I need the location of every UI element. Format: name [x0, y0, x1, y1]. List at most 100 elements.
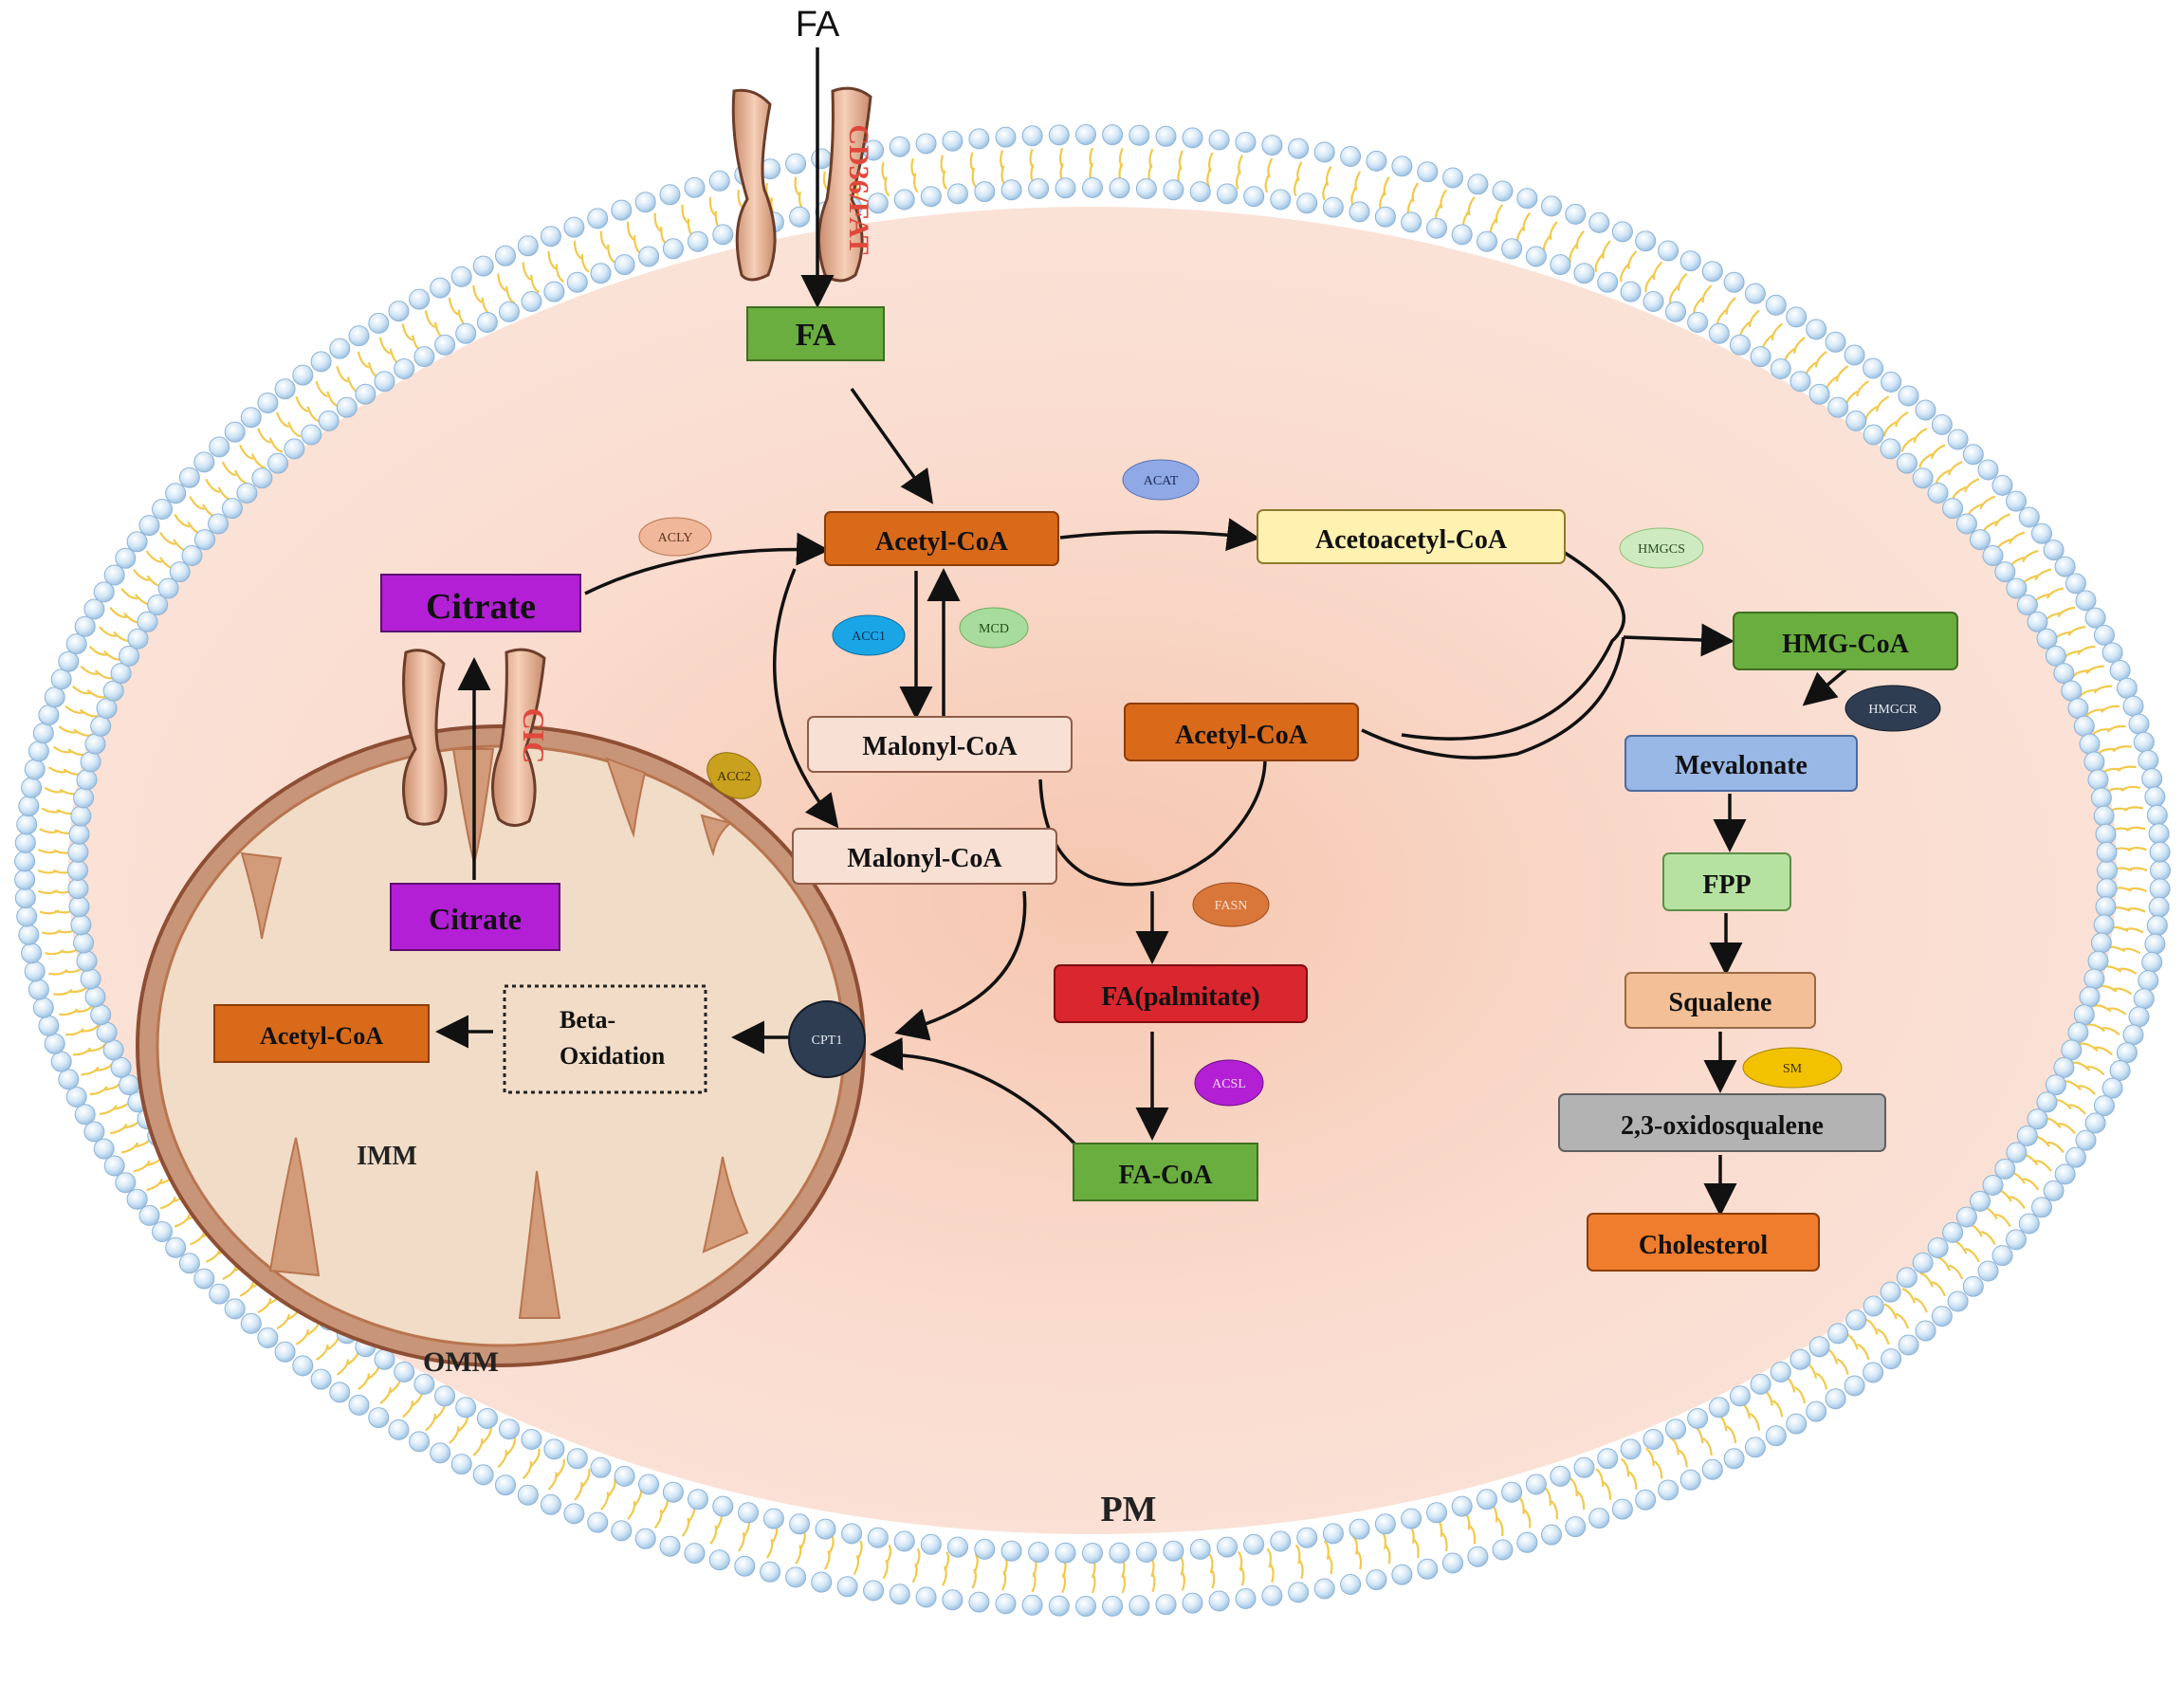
- enzyme-acc2: [707, 752, 762, 799]
- lipid-head: [240, 1312, 262, 1334]
- fa-coa-label: FA-CoA: [1118, 1161, 1213, 1190]
- lipid-tail: [174, 513, 190, 528]
- lipid-head: [2095, 896, 2117, 918]
- lipid-head: [789, 206, 811, 228]
- lipid-tail: [522, 262, 532, 281]
- lipid-head: [1991, 1245, 2013, 1267]
- lipid-head: [2045, 645, 2066, 667]
- lipid-head: [1708, 1397, 1730, 1419]
- lipid-tail: [95, 1062, 114, 1071]
- lipid-head: [634, 192, 656, 213]
- lipid-head: [236, 483, 258, 503]
- lipid-tail: [358, 1373, 371, 1391]
- lipid-tail: [681, 204, 689, 224]
- lipid-tail: [1264, 173, 1271, 193]
- lipid-head: [80, 751, 101, 773]
- lipid-head: [152, 499, 173, 520]
- citrate-mito-label: Citrate: [429, 902, 522, 936]
- lipid-tail: [234, 469, 249, 485]
- lipid-head: [893, 189, 915, 210]
- lipid-head: [68, 896, 90, 918]
- lipid-tail: [1947, 461, 1963, 476]
- lipid-head: [409, 1431, 431, 1453]
- lipid-tail: [1771, 322, 1784, 340]
- lipid-head: [73, 932, 95, 954]
- lipid-tail: [885, 1544, 892, 1565]
- lipid-head: [1880, 438, 1901, 460]
- lipid-head: [1189, 181, 1211, 203]
- lipid-head: [1082, 1543, 1103, 1564]
- lipid-tail: [1495, 204, 1504, 224]
- fa-coa-box: [1073, 1143, 1258, 1201]
- lipid-head: [1765, 294, 1787, 316]
- lipid-head: [659, 1535, 681, 1557]
- lipid-head: [1643, 1429, 1664, 1450]
- lipid-tail: [81, 1066, 100, 1076]
- lipid-head: [368, 312, 390, 334]
- enzyme-sm-label: SM: [1783, 1062, 1803, 1076]
- lipid-head: [413, 346, 435, 368]
- lipid-tail: [1883, 1303, 1898, 1320]
- lipid-tail: [159, 1196, 176, 1210]
- lipid-head: [1588, 1508, 1610, 1529]
- lipid-head: [2096, 878, 2118, 900]
- membrane-tails: [37, 147, 2148, 1594]
- lipid-head: [430, 277, 451, 299]
- lipid-tail: [1876, 1328, 1890, 1345]
- lipid-head: [611, 199, 633, 221]
- lipid-head: [1000, 179, 1022, 201]
- lipid-head: [1208, 1590, 1230, 1612]
- lipid-head: [1912, 1252, 1934, 1273]
- lipid-tail: [1726, 1425, 1737, 1444]
- lipid-head: [920, 186, 942, 208]
- lipid-head: [110, 663, 132, 685]
- lipid-tail: [1206, 167, 1212, 188]
- lipid-head: [1243, 186, 1265, 208]
- lipid-tail: [633, 235, 642, 255]
- lipid-head: [2075, 590, 2097, 612]
- lipid-tail: [1620, 1457, 1630, 1477]
- lipid-head: [1525, 246, 1547, 267]
- lipid-head: [942, 1589, 964, 1611]
- lipid-head: [368, 1407, 390, 1429]
- lipid-head: [1962, 1275, 1984, 1297]
- lipid-head: [1501, 238, 1523, 260]
- lipid-tail: [574, 1481, 583, 1501]
- imm-label: IMM: [357, 1142, 417, 1171]
- lipid-tail: [379, 1387, 392, 1404]
- cd36-fat-transporter: CD36/FAT: [731, 86, 874, 283]
- lipid-tail: [222, 1265, 238, 1280]
- lipid-head: [1912, 467, 1934, 489]
- lipid-head: [67, 860, 88, 881]
- lipid-tail: [1814, 350, 1827, 368]
- lipid-head: [638, 246, 660, 267]
- lipid-head: [662, 1481, 684, 1503]
- lipid-head: [2067, 698, 2089, 720]
- lipid-tail: [2009, 531, 2026, 545]
- lipid-head: [2054, 1163, 2076, 1185]
- lipid-tail: [189, 496, 205, 510]
- lipid-tail: [766, 1538, 774, 1559]
- lipid-head: [2053, 1056, 2075, 1078]
- lipid-tail: [1965, 1248, 1980, 1263]
- lipid-head: [178, 467, 200, 488]
- lipid-head: [1366, 1569, 1387, 1591]
- lipid-head: [1915, 399, 1936, 421]
- lipid-head: [1296, 1527, 1318, 1548]
- lipid-head: [84, 733, 106, 755]
- lipid-head: [257, 393, 279, 413]
- lipid-tail: [1678, 272, 1688, 291]
- lipid-head: [38, 705, 60, 726]
- lipid-head: [103, 1155, 125, 1177]
- lipid-tail: [1235, 170, 1241, 191]
- lipid-head: [1991, 474, 2013, 496]
- lipid-head: [495, 1474, 516, 1496]
- lipid-head: [1947, 429, 1969, 450]
- lipid-head: [1765, 1425, 1787, 1447]
- lipid-head: [499, 301, 520, 322]
- lipid-head: [2149, 841, 2171, 863]
- lipid-head: [947, 1536, 968, 1558]
- lipid-head: [1845, 1309, 1867, 1331]
- acetyl-coa-main-box: [824, 511, 1059, 566]
